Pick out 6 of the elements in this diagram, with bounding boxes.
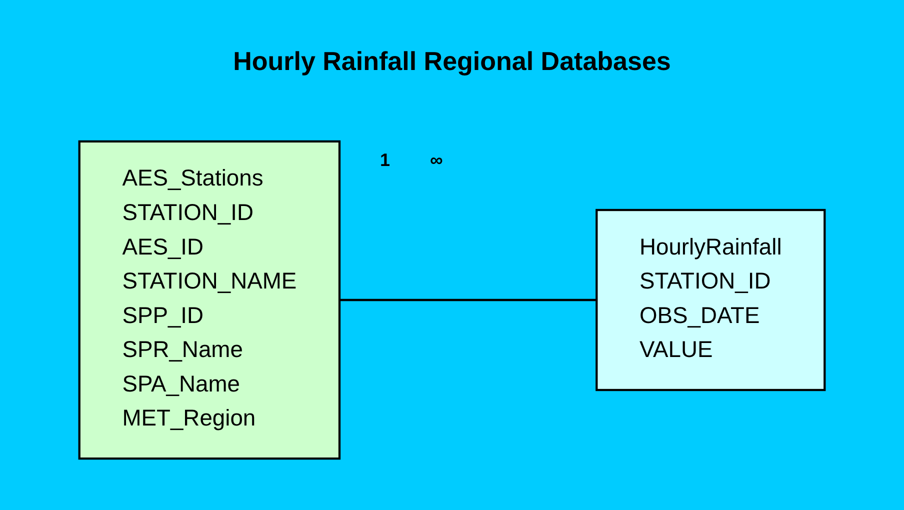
cardinality-label: ∞ bbox=[430, 150, 443, 171]
cardinality-label: 1 bbox=[380, 150, 390, 171]
node-box: HourlyRainfall STATION_ID OBS_DATE VALUE bbox=[596, 208, 826, 392]
connector bbox=[340, 298, 597, 302]
diagram-title: Hourly Rainfall Regional Databases bbox=[232, 45, 672, 78]
node-box: AES_Stations STATION_ID AES_ID STATION_NAME SPP_ID SPR_Name SPA_Name MET_Region bbox=[78, 140, 341, 460]
